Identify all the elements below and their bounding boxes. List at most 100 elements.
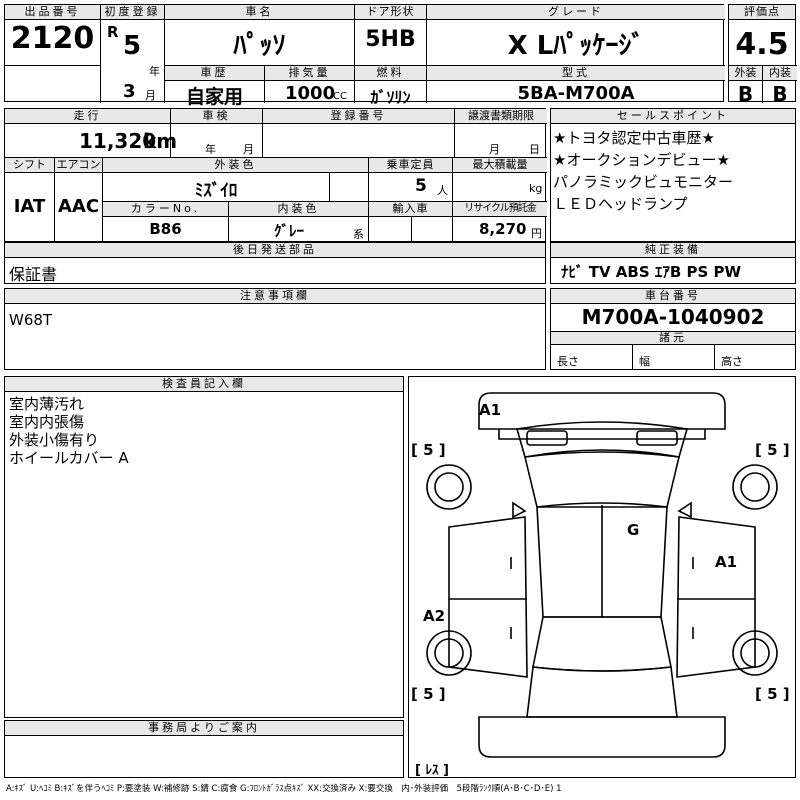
tire-front-left-value: 5 xyxy=(423,441,434,459)
int-color-value: ｸﾞﾚｰ xyxy=(273,222,304,240)
recycle-cell: リサイクル預託金 8,270 円 xyxy=(453,201,547,243)
ac-label: エアコン xyxy=(55,158,102,173)
transfer-day-unit: 日 xyxy=(529,143,540,156)
shift-value: IAT xyxy=(13,196,46,217)
door-value: 5HB xyxy=(365,27,416,52)
inspector-line: 室内薄汚れ xyxy=(9,395,85,413)
car-outline xyxy=(426,392,778,758)
damage-mark-center: G xyxy=(627,521,640,539)
capacity-value: 5 xyxy=(415,176,427,196)
fuel-label: 燃料 xyxy=(355,66,426,81)
transfer-cell: 譲渡書類期限 月 日 xyxy=(455,109,547,157)
interior-cell: 内装 B xyxy=(763,65,797,106)
header-block: 出品番号 2120 初度登録 R 5 年 3 月 車名 ﾊﾟｯｿ ドア形状 5H… xyxy=(4,4,725,108)
tire-front-left: [ 5 ] xyxy=(411,441,446,459)
capacity-cell: 乗車定員 5 人 xyxy=(369,157,453,201)
lot-label: 出品番号 xyxy=(5,5,100,20)
later-parts-label: 後日発送部品 xyxy=(5,243,545,258)
ac-cell: エアコン AAC xyxy=(55,157,103,243)
lot-cell: 出品番号 2120 xyxy=(5,5,101,65)
reg-month: 3 xyxy=(123,81,136,102)
office-block: 事務局よりご案内 xyxy=(4,720,404,778)
month-unit: 月 xyxy=(145,89,156,102)
car-diagram: A1 G A1 A2 [ 5 ] [ 5 ] [ 5 ] [ 5 ] [ ﾚｽ … xyxy=(408,376,796,778)
tire-front-right-value: 5 xyxy=(767,441,778,459)
sales-line: パノラミックビュモニター xyxy=(553,173,734,191)
inspection-cell: 車検 年 月 xyxy=(171,109,263,157)
damage-mark-right-side: A1 xyxy=(715,553,738,571)
tire-rear-left-value: 5 xyxy=(423,685,434,703)
damage-mark-front-left: A1 xyxy=(479,401,502,419)
later-parts-value: 保証書 xyxy=(9,265,58,284)
payload-cell: 最大積載量 kg xyxy=(453,157,547,201)
chassis-block: 車台番号 M700A-1040902 諸元 長さ 幅 高さ xyxy=(550,288,796,370)
lot-blank xyxy=(5,65,101,103)
exterior-value: B xyxy=(737,82,754,106)
mileage-unit: km xyxy=(143,129,178,153)
spec-width-label: 幅 xyxy=(639,355,650,368)
displacement-label: 排気量 xyxy=(265,66,354,81)
chassis-value: M700A-1040902 xyxy=(581,305,765,329)
car-name: ﾊﾟｯｿ xyxy=(233,31,286,61)
shift-cell: シフト IAT xyxy=(5,157,55,243)
recycle-unit: 円 xyxy=(531,227,542,240)
sales-block: セールスポイント ★トヨタ認定中古車歴★ ★オークションデビュー★ パノラミック… xyxy=(550,108,796,242)
first-reg-cell: 初度登録 R 5 年 3 月 xyxy=(101,5,165,103)
specs-label: 諸元 xyxy=(551,331,795,345)
exterior-label: 外装 xyxy=(729,66,762,81)
mileage-value: 11,320 xyxy=(79,129,157,153)
spec-height-label: 高さ xyxy=(721,355,743,368)
displacement-value: 1000 xyxy=(285,83,336,104)
interior-value: B xyxy=(772,82,788,106)
score-value: 4.5 xyxy=(735,27,789,62)
color-no-label: カラーNo. xyxy=(103,202,228,217)
later-parts-block: 後日発送部品 保証書 xyxy=(4,242,546,284)
inspection-month-unit: 月 xyxy=(243,143,254,156)
color-no-value: B86 xyxy=(149,220,182,238)
transfer-label: 譲渡書類期限 xyxy=(455,109,547,124)
chassis-label: 車台番号 xyxy=(551,289,795,304)
exterior-cell: 外装 B xyxy=(729,65,763,106)
first-reg-label: 初度登録 xyxy=(101,5,164,20)
recycle-value: 8,270 xyxy=(479,220,527,238)
legend: A:ｷｽﾞ U:ﾍｺﾐ B:ｷｽﾞを伴うﾍｺﾐ P:要塗装 W:補修跡 S:錆 … xyxy=(6,784,562,794)
spare-tire: [ ﾚｽ ] xyxy=(415,763,449,778)
inspector-block: 検査員記入欄 室内薄汚れ 室内内張傷 外装小傷有り ホイールカバー A xyxy=(4,376,404,718)
spare-tire-value: ﾚｽ xyxy=(425,763,439,778)
model-value: 5BA-M700A xyxy=(517,83,635,104)
import-divider xyxy=(411,216,412,243)
grade-value: X Lﾊﾟｯｹｰｼﾞ xyxy=(507,31,645,61)
regno-cell: 登録番号 xyxy=(263,109,455,157)
office-label: 事務局よりご案内 xyxy=(5,721,403,736)
mileage-label: 走行 xyxy=(5,109,170,124)
tire-front-right: [ 5 ] xyxy=(755,441,790,459)
interior-label: 内装 xyxy=(763,66,797,81)
grade-cell: グレード X Lﾊﾟｯｹｰｼﾞ xyxy=(427,5,725,65)
model-cell: 型式 5BA-M700A xyxy=(427,65,725,104)
model-label: 型式 xyxy=(427,66,725,81)
ext-color-label: 外装色 xyxy=(103,158,368,173)
int-color-label: 内装色 xyxy=(229,202,368,217)
notes-value: W68T xyxy=(9,311,53,329)
regno-label: 登録番号 xyxy=(263,109,454,124)
sales-line: ★トヨタ認定中古車歴★ xyxy=(553,129,715,147)
equipment-block: 純正装備 ﾅﾋﾞ TV ABS ｴｱB PS PW xyxy=(550,242,796,284)
import-cell: 輸入車 xyxy=(369,201,453,243)
displacement-cell: 排気量 1000 CC xyxy=(265,65,355,104)
transfer-month-unit: 月 xyxy=(489,143,500,156)
car-name-label: 車名 xyxy=(165,5,354,20)
door-cell: ドア形状 5HB xyxy=(355,5,427,65)
spec-length-label: 長さ xyxy=(557,355,579,368)
ext-color-divider xyxy=(329,172,330,201)
score-label: 評価点 xyxy=(729,5,795,20)
ext-color-cell: 外装色 ﾐｽﾞｲﾛ xyxy=(103,157,369,201)
car-name-cell: 車名 ﾊﾟｯｿ xyxy=(165,5,355,65)
grade-label: グレード xyxy=(427,5,725,20)
ac-value: AAC xyxy=(57,196,100,217)
capacity-label: 乗車定員 xyxy=(369,158,452,173)
history-value: 自家用 xyxy=(185,86,243,108)
int-color-cell: 内装色 ｸﾞﾚｰ 系 xyxy=(229,201,369,243)
sales-lines: ★トヨタ認定中古車歴★ ★オークションデビュー★ パノラミックビュモニター ＬＥ… xyxy=(553,127,733,215)
tire-rear-right-value: 5 xyxy=(767,685,778,703)
score-block: 評価点 4.5 外装 B 内装 B xyxy=(728,4,797,106)
